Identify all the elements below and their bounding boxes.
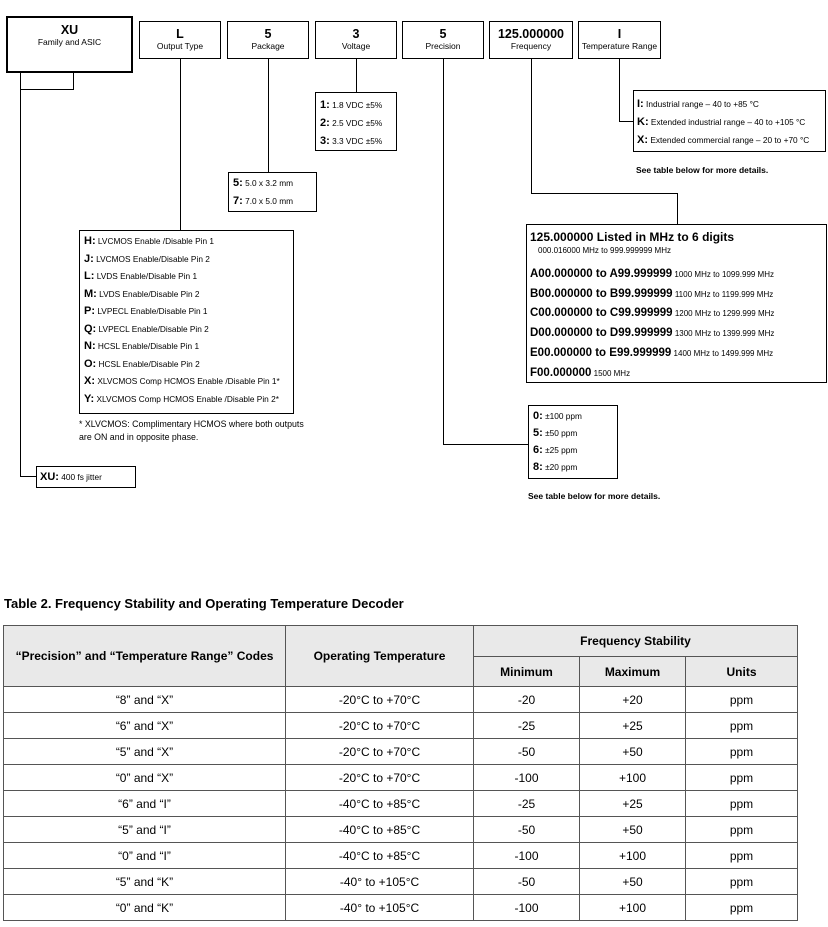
frequency-range: A00.000000 to A99.999999 1000 MHz to 109…	[530, 268, 774, 280]
connector-line	[531, 193, 678, 195]
temperature-option: X: Extended commercial range – 20 to +70…	[637, 134, 810, 146]
frequency-range: E00.000000 to E99.999999 1400 MHz to 149…	[530, 346, 774, 359]
package-options: 5: 5.0 x 3.2 mm 7: 7.0 x 5.0 mm	[228, 172, 317, 212]
frequency-options: 125.000000 Listed in MHz to 6 digits 000…	[526, 224, 827, 383]
family-key: XU:	[40, 471, 59, 483]
frequency-range: C00.000000 to C99.999999 1200 MHz to 129…	[530, 307, 775, 320]
code-label: Package	[251, 41, 285, 51]
code-label: Frequency	[510, 41, 552, 51]
voltage-option: 1: 1.8 VDC ±5%	[320, 99, 383, 111]
code-box-temperature-range: I Temperature Range	[578, 21, 661, 59]
code-box-output-type: L Output Type	[139, 21, 221, 59]
family-text: 400 fs jitter	[61, 472, 102, 482]
temperature-option: I: Industrial range – 40 to +85 °C	[637, 98, 759, 110]
output-option: M: LVDS Enable/Disable Pin 2	[84, 287, 200, 300]
frequency-subheading: 000.016000 MHz to 999.999999 MHz	[538, 246, 671, 255]
voltage-option: 3: 3.3 VDC ±5%	[320, 135, 383, 147]
connector-line	[531, 59, 533, 194]
output-option: O: HCSL Enable/Disable Pin 2	[84, 357, 200, 370]
output-option: P: LVPECL Enable/Disable Pin 1	[84, 305, 208, 317]
code-box-family: XU Family and ASIC	[6, 16, 133, 73]
code-label: Precision	[425, 41, 461, 51]
package-option: 5: 5.0 x 3.2 mm	[233, 177, 294, 189]
code-value: 5	[264, 27, 272, 41]
output-option: Q: LVPECL Enable/Disable Pin 2	[84, 322, 209, 335]
frequency-range: D00.000000 to D99.999999 1300 MHz to 139…	[530, 327, 775, 340]
output-type-options: H: LVCMOS Enable /Disable Pin 1 J: LVCMO…	[79, 230, 294, 414]
precision-note: See table below for more details.	[528, 491, 661, 501]
header-units: Units	[685, 656, 798, 687]
temperature-options: I: Industrial range – 40 to +85 °C K: Ex…	[633, 90, 826, 152]
precision-option: 0: ±100 ppm	[533, 410, 582, 422]
output-option: N: HCSL Enable/Disable Pin 1	[84, 340, 200, 352]
frequency-heading: 125.000000 Listed in MHz to 6 digits	[530, 230, 735, 244]
frequency-range: F00.000000 1500 MHz	[530, 366, 631, 379]
code-label: Output Type	[156, 41, 204, 51]
code-box-package: 5 Package	[227, 21, 309, 59]
output-option: H: LVCMOS Enable /Disable Pin 1	[84, 235, 214, 247]
connector-line	[20, 73, 22, 477]
connector-line	[619, 121, 633, 123]
precision-option: 6: ±25 ppm	[533, 444, 578, 456]
connector-line	[443, 444, 528, 446]
header-operating-temperature: Operating Temperature	[285, 625, 474, 687]
header-frequency-stability: Frequency Stability	[473, 625, 798, 657]
connector-line	[20, 89, 74, 91]
output-footnote-line-1: * XLVCMOS: Complimentary HCMOS where bot…	[79, 419, 304, 429]
output-option: X: XLVCMOS Comp HCMOS Enable /Disable Pi…	[84, 375, 280, 387]
header-maximum: Maximum	[579, 656, 686, 687]
code-box-precision: 5 Precision	[402, 21, 484, 59]
connector-line	[180, 59, 182, 230]
temperature-note: See table below for more details.	[636, 165, 769, 175]
code-label: Voltage	[341, 41, 371, 51]
output-option: Y: XLVCMOS Comp HCMOS Enable /Disable Pi…	[84, 392, 279, 405]
code-value: 5	[439, 27, 447, 41]
code-label: Temperature Range	[581, 41, 658, 51]
connector-line	[20, 476, 36, 478]
voltage-options: 1: 1.8 VDC ±5% 2: 2.5 VDC ±5% 3: 3.3 VDC…	[315, 92, 397, 151]
connector-line	[268, 59, 270, 172]
code-box-frequency: 125.000000 Frequency	[489, 21, 573, 59]
voltage-option: 2: 2.5 VDC ±5%	[320, 117, 383, 129]
package-option: 7: 7.0 x 5.0 mm	[233, 195, 294, 207]
connector-line	[677, 193, 679, 224]
frequency-range: B00.000000 to B99.999999 1100 MHz to 119…	[530, 287, 774, 300]
code-value: 125.000000	[497, 27, 565, 41]
decoder-table: “Precision” and “Temperature Range” Code…	[3, 625, 798, 921]
precision-option: 5: ±50 ppm	[533, 427, 578, 439]
header-codes: “Precision” and “Temperature Range” Code…	[3, 625, 286, 687]
temperature-option: K: Extended industrial range – 40 to +10…	[637, 116, 806, 128]
precision-option: 8: ±20 ppm	[533, 461, 578, 473]
code-value: XU	[60, 23, 79, 37]
connector-line	[443, 59, 445, 445]
table-title: Table 2. Frequency Stability and Operati…	[4, 596, 404, 611]
connector-line	[619, 59, 621, 122]
code-value: L	[176, 27, 184, 41]
code-value: 3	[352, 27, 360, 41]
precision-options: 0: ±100 ppm 5: ±50 ppm 6: ±25 ppm 8: ±20…	[528, 405, 618, 479]
code-box-voltage: 3 Voltage	[315, 21, 397, 59]
header-minimum: Minimum	[473, 656, 580, 687]
connector-line	[356, 59, 358, 92]
connector-line	[73, 73, 75, 90]
code-label: Family and ASIC	[37, 37, 102, 47]
output-option: L: LVDS Enable/Disable Pin 1	[84, 270, 198, 282]
code-value: I	[617, 27, 622, 41]
output-option: J: LVCMOS Enable/Disable Pin 2	[84, 252, 210, 265]
output-footnote-line-2: are ON and in opposite phase.	[79, 432, 199, 442]
family-option: XU: 400 fs jitter	[36, 466, 136, 488]
